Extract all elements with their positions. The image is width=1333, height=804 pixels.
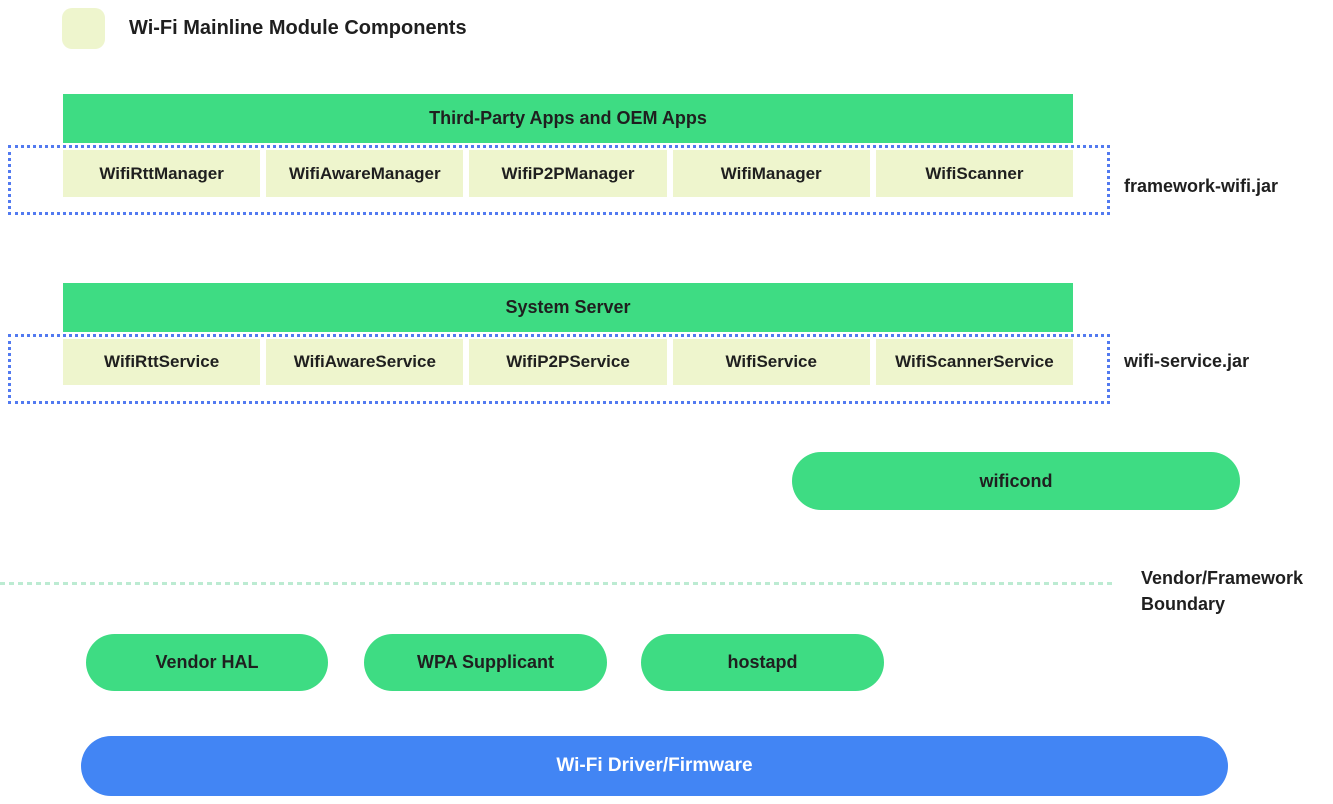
framework-wifi-jar-label: framework-wifi.jar	[1124, 176, 1279, 196]
vendor-hal-label: Vendor HAL	[155, 652, 259, 672]
third-party-apps-bar: Third-Party Apps and OEM Apps	[63, 94, 1073, 143]
box-wifi-aware-manager: WifiAwareManager	[266, 150, 464, 197]
box-wifi-rtt-service: WifiRttService	[63, 339, 261, 385]
framework-wifi-box-row: WifiRttManager WifiAwareManager WifiP2PM…	[63, 150, 1074, 197]
boundary-label-line1: Vendor/Framework	[1141, 568, 1304, 588]
framework-wifi-jar-boundary	[8, 145, 1110, 215]
third-party-apps-bar-label: Third-Party Apps and OEM Apps	[429, 108, 707, 128]
hostapd-label: hostapd	[727, 652, 798, 672]
legend-label: Wi-Fi Mainline Module Components	[129, 17, 467, 39]
vendor-hal-pill: Vendor HAL	[86, 634, 328, 691]
wifi-service-box-row: WifiRttService WifiAwareService WifiP2PS…	[63, 339, 1074, 385]
vendor-framework-boundary-line	[0, 582, 1115, 585]
box-wifi-p2p-service: WifiP2PService	[469, 339, 667, 385]
hostapd-pill: hostapd	[641, 634, 884, 691]
system-server-bar: System Server	[63, 283, 1073, 332]
boundary-label-line2: Boundary	[1141, 594, 1226, 614]
system-server-bar-label: System Server	[505, 297, 631, 317]
box-wifi-manager: WifiManager	[672, 150, 870, 197]
wifi-driver-firmware-bar: Wi-Fi Driver/Firmware	[81, 736, 1228, 796]
box-wifi-service: WifiService	[672, 339, 870, 385]
vendor-framework-boundary-label: Vendor/Framework Boundary	[1141, 565, 1303, 617]
box-wifi-rtt-manager: WifiRttManager	[63, 150, 261, 197]
wifi-driver-firmware-label: Wi-Fi Driver/Firmware	[556, 755, 753, 776]
legend-module-swatch	[62, 8, 105, 49]
wificond-pill: wificond	[792, 452, 1240, 510]
box-wifi-p2p-manager: WifiP2PManager	[469, 150, 667, 197]
wificond-label: wificond	[979, 470, 1053, 491]
box-wifi-aware-service: WifiAwareService	[266, 339, 464, 385]
wifi-service-jar-label: wifi-service.jar	[1124, 351, 1250, 371]
wpa-supplicant-label: WPA Supplicant	[417, 652, 554, 672]
box-wifi-scanner: WifiScanner	[875, 150, 1074, 197]
box-wifi-scanner-service: WifiScannerService	[875, 339, 1074, 385]
wpa-supplicant-pill: WPA Supplicant	[364, 634, 607, 691]
wifi-service-jar-boundary	[8, 334, 1110, 404]
